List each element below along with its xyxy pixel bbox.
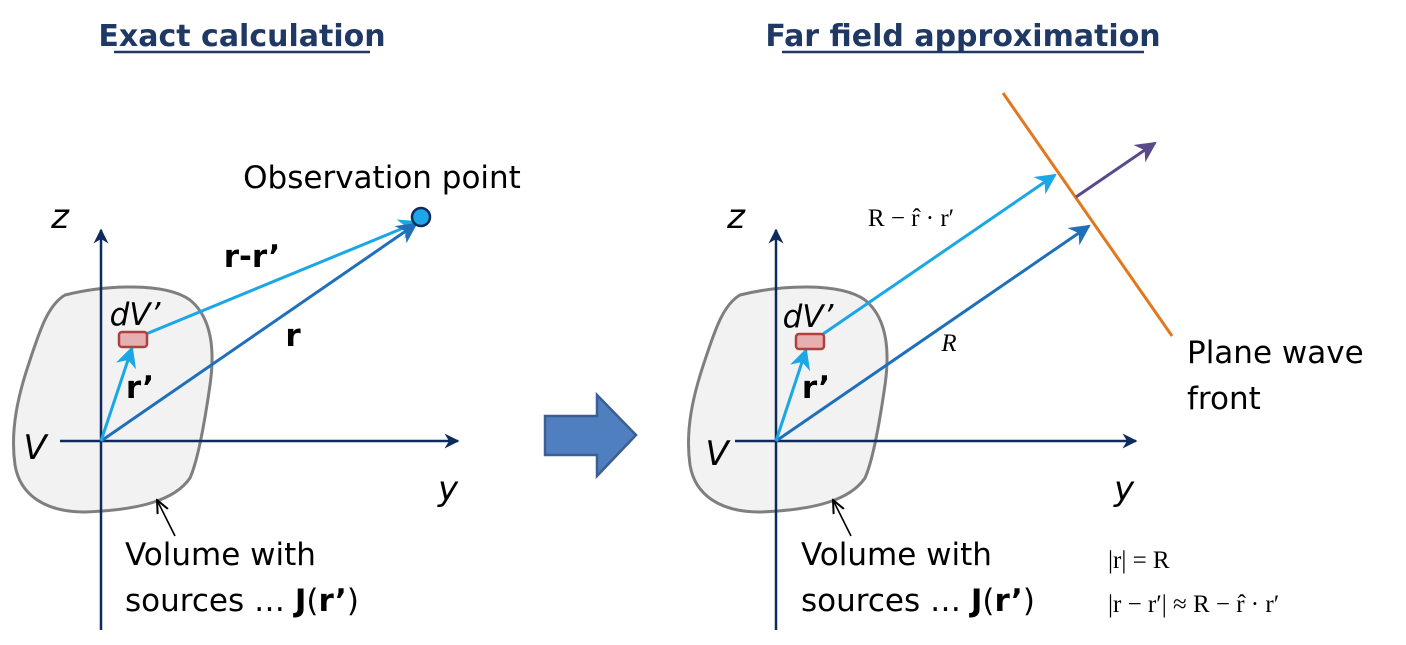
observation-point-label: Observation point xyxy=(243,160,521,196)
right-caption-pointer xyxy=(833,500,852,537)
right-panel: Far field approximation z y V dV’ r’ R R… xyxy=(687,19,1364,630)
left-caption-line1: Volume with xyxy=(125,537,316,573)
left-panel-title: Exact calculation xyxy=(98,19,385,54)
right-volume-element xyxy=(794,332,826,351)
right-label-rprime: r’ xyxy=(802,370,830,406)
wavefront-label-line1: Plane wave xyxy=(1187,335,1364,371)
left-volume-element xyxy=(117,330,149,349)
right-vector-rprime xyxy=(774,348,811,442)
observation-point-marker xyxy=(410,206,432,228)
right-label-R: R xyxy=(940,330,956,357)
left-vector-r-minus-rprime xyxy=(145,219,420,336)
right-label-path-difference: R − r̂ · r′ xyxy=(868,205,954,232)
left-label-r-minus-rprime: r-r’ xyxy=(224,239,281,275)
left-volume-symbol: V xyxy=(23,428,49,468)
right-panel-title: Far field approximation xyxy=(765,19,1160,54)
left-dv-label: dV’ xyxy=(110,297,162,333)
right-vector-R xyxy=(775,224,1091,443)
left-z-axis-label: z xyxy=(50,197,70,237)
right-dv-label: dV’ xyxy=(783,299,835,335)
left-label-r: r xyxy=(285,318,301,354)
left-vector-rprime xyxy=(99,346,136,442)
left-label-rprime: r’ xyxy=(126,370,154,406)
propagation-direction-arrow xyxy=(1075,141,1157,199)
right-z-axis-label: z xyxy=(726,197,746,237)
left-vector-r xyxy=(100,222,418,443)
right-caption-line2: sources … J(r’) xyxy=(801,583,1035,619)
wavefront-label-line2: front xyxy=(1187,381,1261,417)
right-block-arrow-icon xyxy=(543,391,638,480)
left-caption-pointer xyxy=(157,500,176,537)
right-caption-line1: Volume with xyxy=(801,537,992,573)
right-vector-path-difference xyxy=(822,173,1057,336)
left-y-axis-label: y xyxy=(437,469,459,509)
equation-far-field-approx: |r − r′| ≈ R − r̂ · r′ xyxy=(1108,591,1279,618)
right-y-axis-label: y xyxy=(1113,469,1135,509)
right-volume-symbol: V xyxy=(705,434,731,474)
left-panel: Exact calculation z y V dV’ Observation … xyxy=(12,19,521,630)
left-caption-line2: sources … J(r’) xyxy=(125,583,359,619)
plane-wave-front xyxy=(1001,92,1174,337)
equation-magnitude-r: |r| = R xyxy=(1108,547,1170,574)
